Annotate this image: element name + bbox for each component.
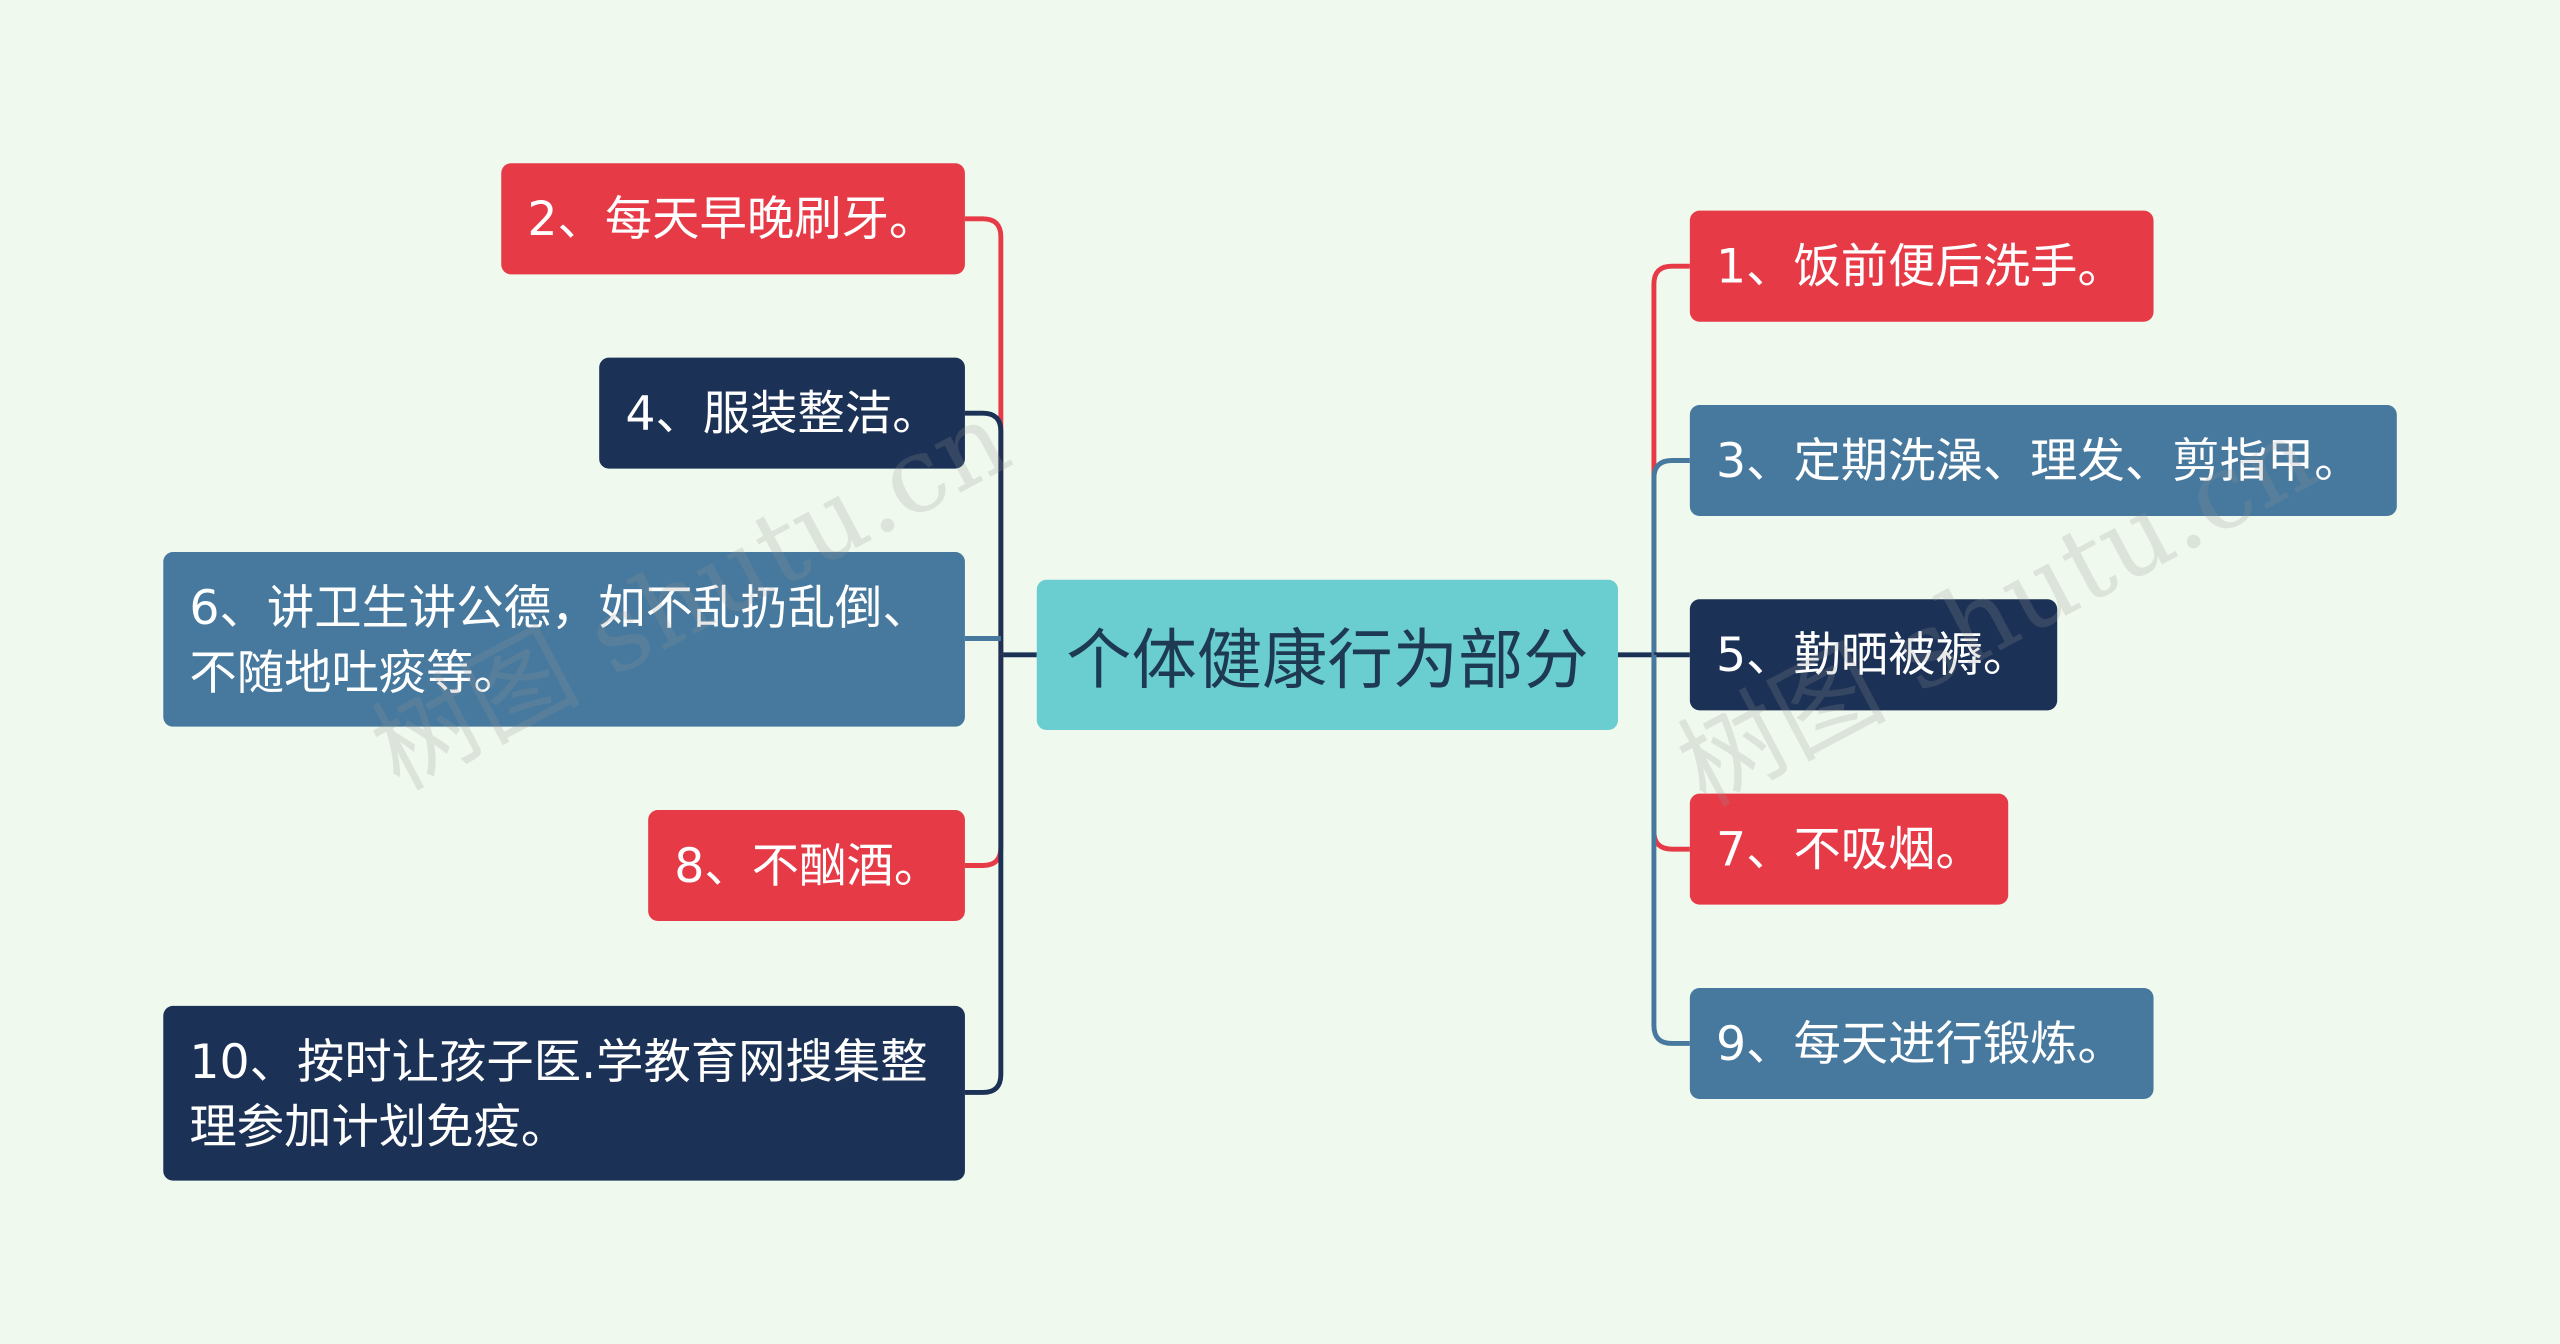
topic-node-8[interactable]: 8、不酗酒。	[648, 809, 965, 922]
connector-left-10	[964, 654, 1004, 1095]
topic-node-1[interactable]: 1、饭前便后洗手。	[1689, 210, 2154, 322]
connector-left-8	[964, 654, 1004, 868]
topic-node-2[interactable]: 2、每天早晚刷牙。	[501, 163, 965, 275]
topic-label: 2、每天早晚刷牙。	[527, 191, 937, 247]
topic-node-10[interactable]: 10、按时让孩子医.学教育网搜集整理参加计划免疫。	[163, 1005, 965, 1181]
central-topic[interactable]: 个体健康行为部分	[1036, 579, 1619, 730]
topic-label: 7、不吸烟。	[1715, 821, 1983, 877]
connector-right-9	[1651, 654, 1690, 1046]
connector-left-2	[964, 216, 1004, 655]
connector-right-7	[1651, 654, 1690, 852]
topic-label: 4、服装整洁。	[625, 385, 940, 441]
connector-right-1	[1651, 263, 1690, 655]
central-topic-label: 个体健康行为部分	[1066, 623, 1589, 699]
connector-right-3	[1651, 458, 1690, 655]
topic-node-5[interactable]: 5、勤晒被褥。	[1689, 599, 2058, 711]
topic-node-9[interactable]: 9、每天进行锻炼。	[1689, 987, 2154, 1100]
topic-node-6[interactable]: 6、讲卫生讲公德，如不乱扔乱倒、不随地吐痰等。	[163, 551, 965, 727]
topic-label: 5、勤晒被褥。	[1715, 627, 2031, 683]
connector-left-4	[964, 410, 1004, 655]
topic-label: 8、不酗酒。	[674, 837, 942, 894]
topic-node-3[interactable]: 3、定期洗澡、理发、剪指甲。	[1689, 404, 2397, 517]
topic-label: 1、饭前便后洗手。	[1715, 238, 2125, 294]
topic-label: 9、每天进行锻炼。	[1715, 1015, 2125, 1072]
topic-label: 10、按时让孩子医.学教育网搜集整理参加计划免疫。	[189, 1032, 928, 1154]
topic-node-4[interactable]: 4、服装整洁。	[599, 357, 965, 469]
topic-node-7[interactable]: 7、不吸烟。	[1689, 793, 2009, 905]
topic-label: 6、讲卫生讲公德，如不乱扔乱倒、不随地吐痰等。	[189, 578, 930, 700]
topic-label: 3、定期洗澡、理发、剪指甲。	[1715, 432, 2362, 489]
